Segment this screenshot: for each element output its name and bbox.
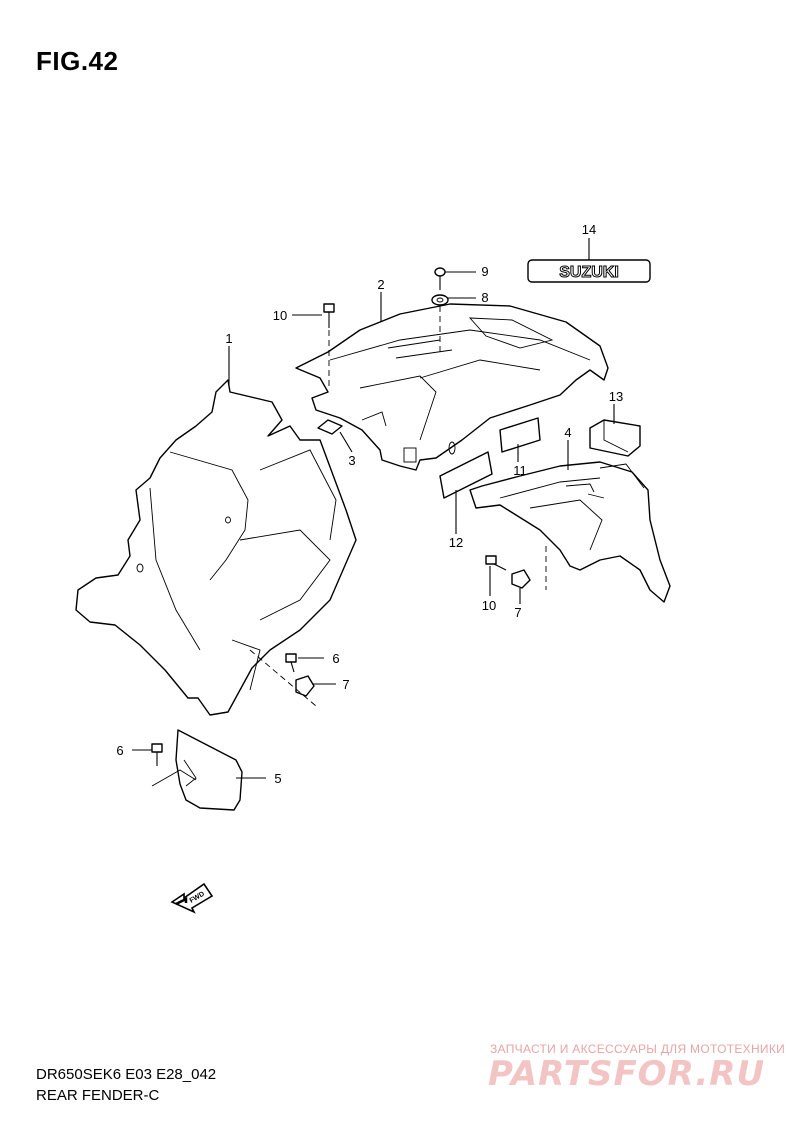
- callout-11: 11: [513, 463, 527, 478]
- part-14-emblem[interactable]: SUZUKI: [527, 259, 651, 283]
- callout-5: 5: [274, 771, 281, 786]
- part-4-license-bracket[interactable]: [469, 461, 671, 603]
- diagram-code: DR650SEK6 E03 E28_042: [36, 1066, 217, 1083]
- part-13-block[interactable]: [589, 419, 641, 457]
- part-11-pad[interactable]: [499, 417, 541, 453]
- callout-4: 4: [564, 425, 571, 440]
- part-12-plate[interactable]: [439, 451, 493, 499]
- callout-7-lower: 7: [514, 605, 521, 620]
- nut-7-middle[interactable]: [295, 675, 315, 697]
- figure-title: FIG.42: [36, 46, 119, 76]
- leader-lines: [132, 238, 615, 779]
- watermark-logo: PARTSFOR.RU: [488, 1054, 766, 1094]
- part-1-inner-fender[interactable]: [75, 379, 357, 716]
- watermark-tagline: ЗАПЧАСТИ И АКСЕССУАРЫ ДЛЯ МОТОТЕХНИКИ: [490, 1042, 786, 1056]
- callout-8: 8: [481, 290, 488, 305]
- bolt-6-lower[interactable]: [151, 743, 163, 766]
- callout-12: 12: [449, 535, 463, 550]
- diagram-name: REAR FENDER-C: [36, 1087, 160, 1104]
- callout-10-lower: 10: [482, 598, 496, 613]
- bolt-10-lower[interactable]: [485, 555, 507, 571]
- bolt-9[interactable]: [434, 267, 446, 290]
- callout-7-middle: 7: [342, 677, 349, 692]
- part-2-rear-fender[interactable]: [295, 303, 609, 471]
- callout-6-middle: 6: [332, 651, 339, 666]
- nut-7-lower[interactable]: [511, 569, 531, 589]
- callout-2: 2: [377, 277, 384, 292]
- callout-3: 3: [348, 453, 355, 468]
- callout-10-upper: 10: [273, 308, 287, 323]
- bolt-10-upper[interactable]: [323, 303, 335, 328]
- forward-arrow-icon: FWD: [170, 882, 214, 914]
- grommet-8[interactable]: [431, 294, 449, 306]
- callout-13: 13: [609, 389, 623, 404]
- part-3-clip[interactable]: [317, 419, 343, 435]
- callout-1: 1: [225, 331, 232, 346]
- callout-14: 14: [582, 222, 596, 237]
- bolt-6-middle[interactable]: [285, 653, 297, 673]
- emblem-text: SUZUKI: [559, 264, 619, 281]
- part-5-mud-flap[interactable]: [151, 729, 243, 811]
- callout-6-lower: 6: [116, 743, 123, 758]
- callout-9: 9: [481, 264, 488, 279]
